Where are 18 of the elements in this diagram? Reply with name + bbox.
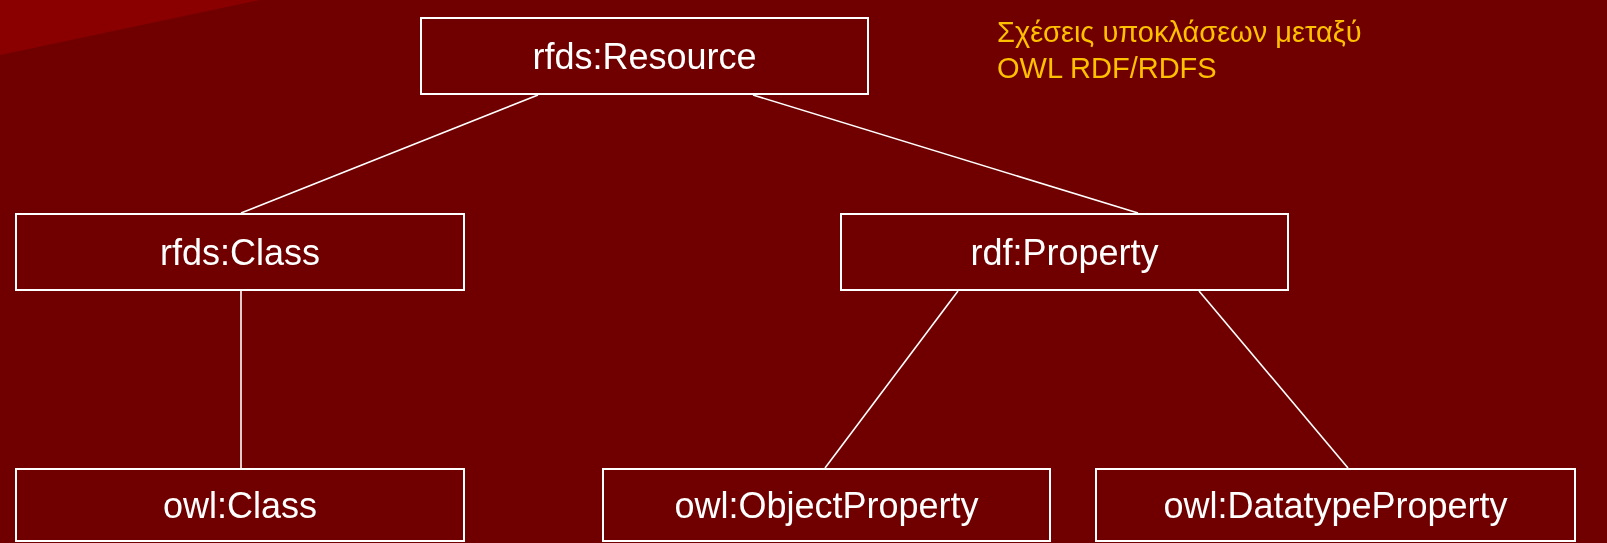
class-box (1095, 468, 1576, 542)
class-name: rfds:Class (160, 230, 320, 275)
connector-line (824, 290, 959, 469)
class-box (15, 213, 465, 291)
class-box (840, 213, 1289, 291)
connector-line (752, 94, 1139, 214)
class-name: owl:Class (162, 483, 317, 528)
connector-line (240, 94, 539, 214)
class-box (15, 468, 465, 542)
class-box (420, 17, 869, 95)
class-name: owl:DatatypeProperty (1163, 483, 1508, 528)
diagram-title: Σχέσεις υποκλάσεων μεταξύ OWL RDF/RDFS (997, 15, 1363, 86)
class-name: rfds:Resource (532, 34, 757, 79)
class-box (602, 468, 1051, 542)
class-name: rdf:Property (970, 230, 1159, 275)
class-name: owl:ObjectProperty (674, 483, 979, 528)
connector-line (1198, 290, 1349, 469)
connector-line (240, 290, 242, 469)
